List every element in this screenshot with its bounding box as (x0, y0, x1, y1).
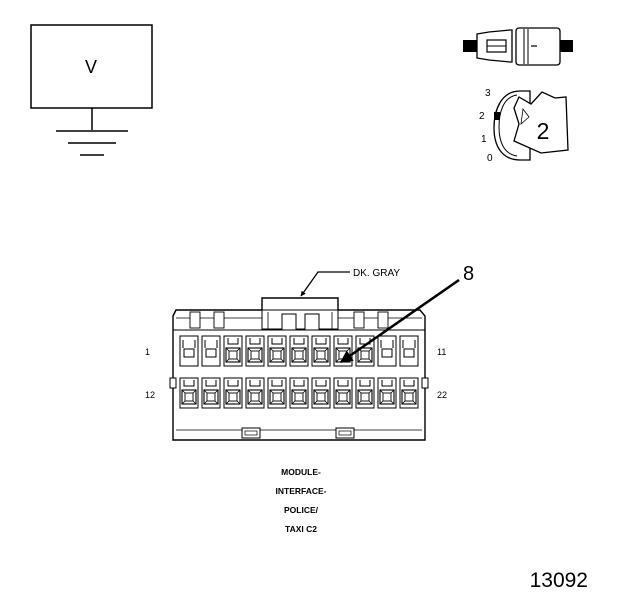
pin-cavity-2 (201, 335, 221, 367)
voltmeter-label: V (85, 57, 97, 77)
backprobe-plug-icon (463, 27, 573, 66)
pin-number-top-right: 11 (437, 347, 446, 357)
pin-callout: 8 (339, 263, 474, 364)
pin-cavity-13 (201, 377, 221, 409)
pin-number-bottom-left: 12 (145, 390, 155, 400)
pin-cavity-11 (399, 335, 419, 367)
pin-cavity-12 (179, 377, 199, 409)
pin-cavity-10 (377, 335, 397, 367)
pin-cavity-18 (311, 377, 331, 409)
wire-color-label: DK. GRAY (353, 268, 400, 279)
connector-name: MODULE- INTERFACE- POLICE/ TAXI C2 (276, 467, 327, 534)
wire-color-leader: DK. GRAY (300, 268, 400, 297)
pin-cavity-5 (267, 335, 287, 367)
pin-cavity-4 (245, 335, 265, 367)
pin-cavity-3 (223, 335, 243, 367)
connector-name-line-3: POLICE/ (284, 505, 319, 515)
pin-number-bottom-right: 22 (437, 390, 447, 400)
selector-position-marker (494, 112, 500, 120)
rotary-selector-icon: 3 2 1 0 2 (479, 88, 569, 164)
selector-tick-0: 0 (487, 153, 493, 164)
selector-tick-3: 3 (485, 88, 491, 99)
connector-name-line-1: MODULE- (281, 467, 321, 477)
pin-cavity-22 (399, 377, 419, 409)
connector-face (169, 297, 429, 441)
selector-value: 2 (537, 118, 550, 144)
pin-callout-number: 8 (463, 263, 474, 285)
pin-cavity-19 (333, 377, 353, 409)
voltmeter-box (30, 24, 153, 109)
pin-cavity-6 (289, 335, 309, 367)
pin-cavity-21 (377, 377, 397, 409)
selector-tick-2: 2 (479, 111, 485, 122)
pin-cavity-15 (245, 377, 265, 409)
pin-cavity-7 (311, 335, 331, 367)
pin-cavity-16 (267, 377, 287, 409)
pin-cavity-1 (179, 335, 199, 367)
pin-cavity-14 (223, 377, 243, 409)
connector-name-line-4: TAXI C2 (285, 524, 317, 534)
pin-number-top-left: 1 (145, 347, 150, 357)
pin-cavity-17 (289, 377, 309, 409)
pin-cavity-20 (355, 377, 375, 409)
figure-number: 13092 (530, 569, 588, 592)
selector-tick-1: 1 (481, 134, 487, 145)
connector-name-line-2: INTERFACE- (276, 486, 327, 496)
voltmeter-symbol: V (30, 24, 153, 156)
